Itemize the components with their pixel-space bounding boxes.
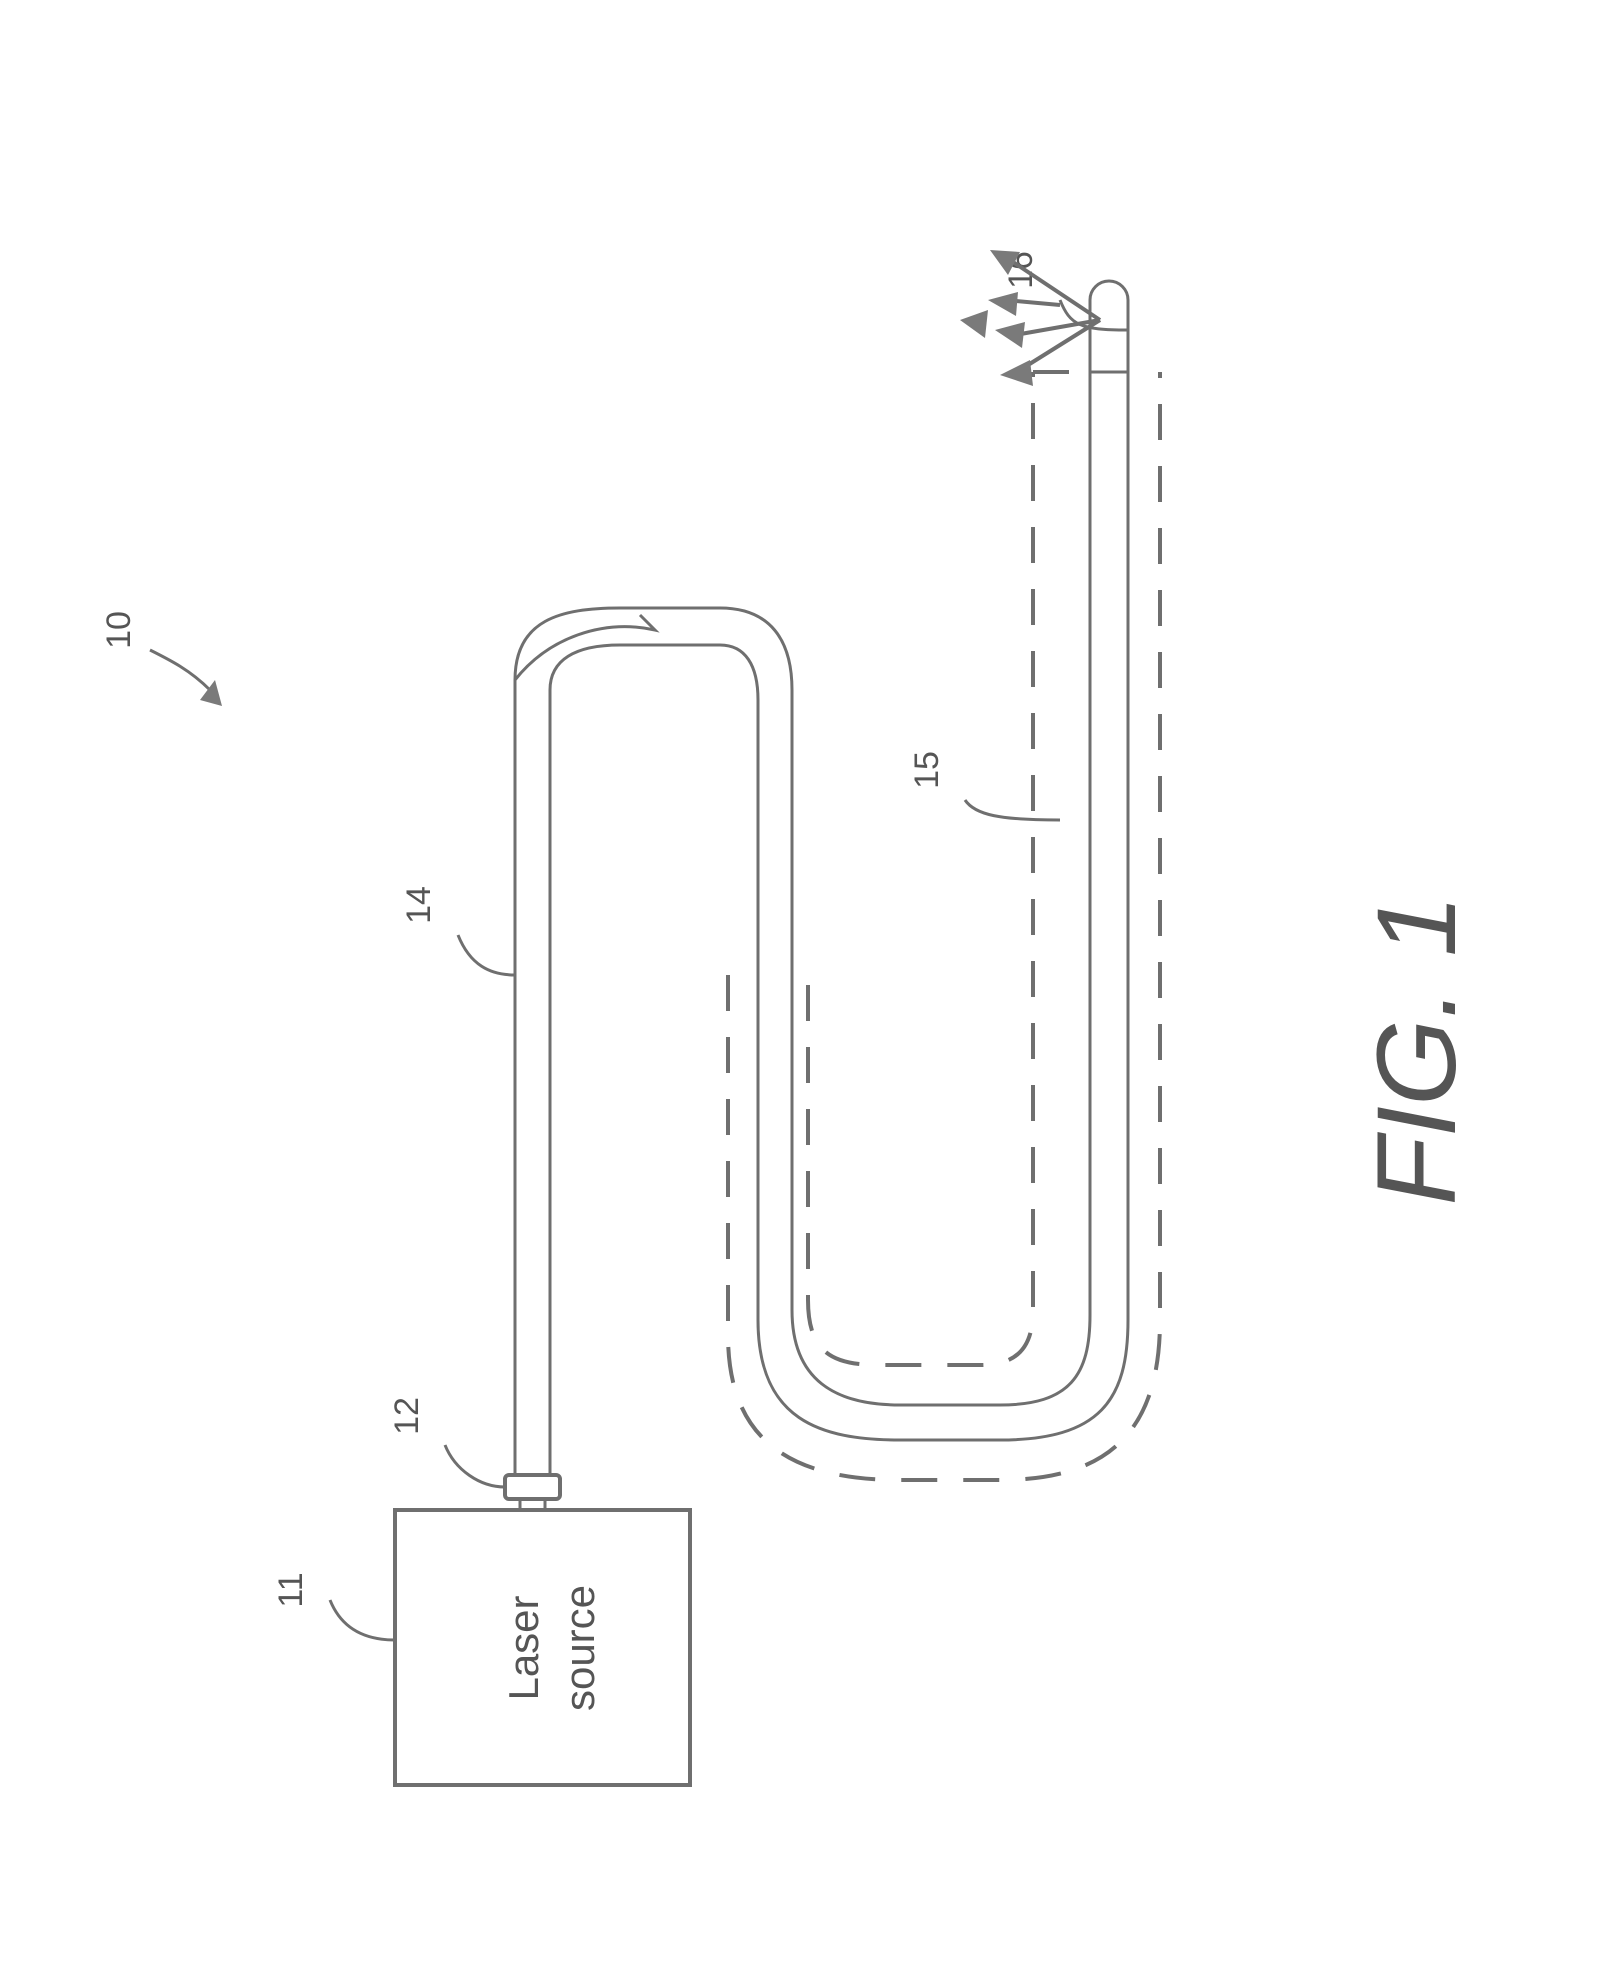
arrowhead-icon bbox=[995, 322, 1025, 348]
ref-label-15: 15 bbox=[908, 751, 946, 789]
leader-line-14 bbox=[458, 935, 515, 975]
leader-line-15 bbox=[965, 800, 1060, 820]
fiber-connector bbox=[505, 1475, 560, 1510]
ref-label-14: 14 bbox=[400, 886, 438, 924]
ref-label-12: 12 bbox=[388, 1397, 426, 1435]
leader-line-12 bbox=[445, 1445, 505, 1487]
laser-source-box: Laser source bbox=[395, 1510, 690, 1785]
leader-line-11 bbox=[330, 1600, 395, 1640]
ref-label-10: 10 bbox=[100, 611, 138, 649]
arrowhead-icon bbox=[988, 292, 1018, 316]
system-reference: 10 bbox=[100, 611, 222, 706]
optical-fiber bbox=[515, 281, 1128, 1475]
laser-source-label-line2: source bbox=[556, 1585, 603, 1711]
ref-label-11: 11 bbox=[272, 1572, 310, 1607]
figure-title: FIG. 1 bbox=[1354, 894, 1479, 1205]
arrowhead-icon bbox=[1000, 360, 1033, 386]
laser-source-label-line1: Laser bbox=[500, 1595, 547, 1700]
arrowhead-icon bbox=[960, 310, 988, 338]
